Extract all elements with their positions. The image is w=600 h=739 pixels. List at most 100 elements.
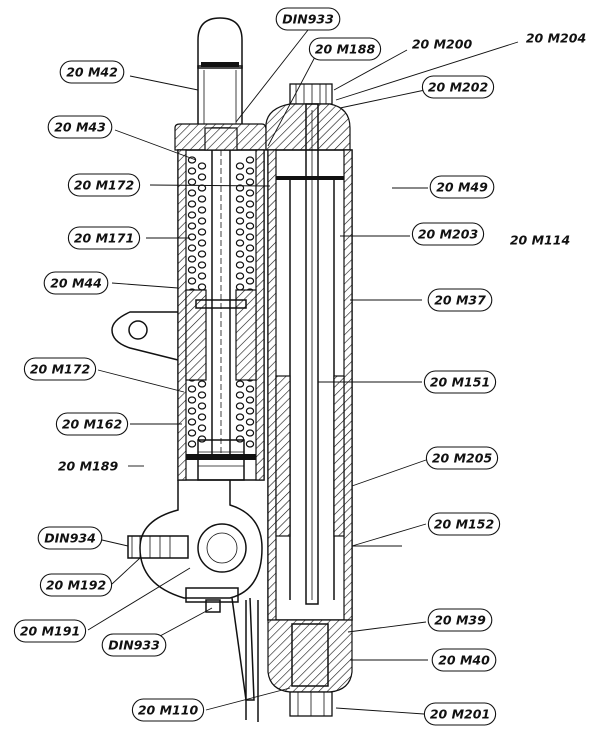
label-text: 20 M39 (434, 613, 486, 628)
spring-coil (197, 435, 207, 443)
spring-coil (197, 206, 207, 214)
right-cylinder (265, 83, 353, 717)
spring-coil (235, 239, 245, 247)
label-oval (425, 446, 499, 470)
spring-coil (197, 272, 207, 280)
spring-coil (197, 162, 207, 170)
label-text: 20 M204 (526, 31, 586, 46)
label-oval (427, 608, 493, 632)
label-text: 20 M205 (432, 451, 493, 466)
side-lug (111, 311, 179, 361)
spring-coil (197, 195, 207, 203)
part-label-20m162: 20 M162 (55, 412, 129, 436)
label-text: 20 M189 (58, 459, 119, 474)
part-label-20m202: 20 M202 (421, 75, 495, 99)
label-text: 20 M172 (74, 178, 134, 193)
piston-block (185, 289, 257, 481)
spring-coil (235, 261, 245, 269)
label-oval (131, 698, 205, 722)
label-oval (423, 702, 497, 726)
spring-coil (245, 429, 255, 437)
leader-lines (87, 29, 519, 715)
spring-coil (245, 211, 255, 219)
spring-coil (187, 255, 197, 263)
label-text: 20 M110 (138, 703, 199, 718)
label-oval (429, 175, 495, 199)
spring-coil (245, 418, 255, 426)
spring-coil (245, 277, 255, 285)
spring-coil (187, 200, 197, 208)
spring-coil (245, 266, 255, 274)
spring-coil (187, 385, 197, 393)
part-label-20m39: 20 M39 (427, 608, 493, 632)
spring-coil (187, 167, 197, 175)
label-text: DIN933 (282, 12, 334, 27)
clevis-eye (127, 480, 263, 722)
spring-coil (235, 173, 245, 181)
handle-part (197, 17, 243, 133)
label-oval (47, 115, 113, 139)
label-text: 20 M201 (430, 707, 490, 722)
spring-coil (187, 277, 197, 285)
spring-coil (235, 184, 245, 192)
label-text: 20 M37 (434, 293, 486, 308)
spring-coil (187, 178, 197, 186)
label-oval (427, 512, 501, 536)
label-text: 20 M203 (418, 227, 478, 242)
part-label-20m152: 20 M152 (427, 512, 501, 536)
part-label-20m43: 20 M43 (47, 115, 113, 139)
spring-coil (235, 206, 245, 214)
label-text: 20 M151 (430, 375, 490, 390)
label-oval (55, 412, 129, 436)
mechanism (111, 17, 353, 722)
part-label-20m44: 20 M44 (43, 271, 109, 295)
spring-coil (235, 424, 245, 432)
spring-coil (235, 272, 245, 280)
label-oval (308, 37, 382, 61)
label-text: 20 M171 (74, 231, 134, 246)
spring-coil (235, 413, 245, 421)
label-text: 20 M43 (54, 120, 106, 135)
spring-coil (245, 178, 255, 186)
part-label-20m171: 20 M171 (67, 226, 141, 250)
left-housing (174, 123, 267, 481)
part-label-din933-top: DIN933 (275, 7, 341, 31)
label-text: 20 M200 (412, 37, 473, 52)
spring-coil (197, 250, 207, 258)
spring-coil (245, 222, 255, 230)
spring-coil (245, 440, 255, 448)
label-oval (67, 226, 141, 250)
label-text: 20 M44 (50, 276, 102, 291)
part-label-20m40: 20 M40 (431, 648, 497, 672)
part-label-20m200: 20 M200 (412, 37, 473, 52)
spring-coil (245, 167, 255, 175)
spring-coil (187, 244, 197, 252)
part-label-20m37: 20 M37 (427, 288, 493, 312)
spring-coil (197, 380, 207, 388)
spring-coil (187, 440, 197, 448)
label-oval (59, 60, 125, 84)
part-label-20m203: 20 M203 (411, 222, 485, 246)
spring-coil (235, 435, 245, 443)
label-text: 20 M152 (434, 517, 494, 532)
part-label-din933-bottom: DIN933 (101, 633, 167, 657)
spring-coil (235, 217, 245, 225)
part-label-20m191: 20 M191 (13, 619, 87, 643)
part-label-20m192: 20 M192 (39, 573, 113, 597)
spring-coil (245, 385, 255, 393)
spring-coil (197, 424, 207, 432)
spring-coil (245, 189, 255, 197)
label-oval (411, 222, 485, 246)
part-label-20m42: 20 M42 (59, 60, 125, 84)
label-oval (423, 370, 497, 394)
spring-coil (197, 402, 207, 410)
spring-coil (197, 173, 207, 181)
label-text: 20 M192 (46, 578, 106, 593)
label-text: DIN933 (108, 638, 160, 653)
spring-coil (245, 156, 255, 164)
label-oval (431, 648, 497, 672)
label-oval (101, 633, 167, 657)
part-label-20m114: 20 M114 (510, 233, 570, 248)
